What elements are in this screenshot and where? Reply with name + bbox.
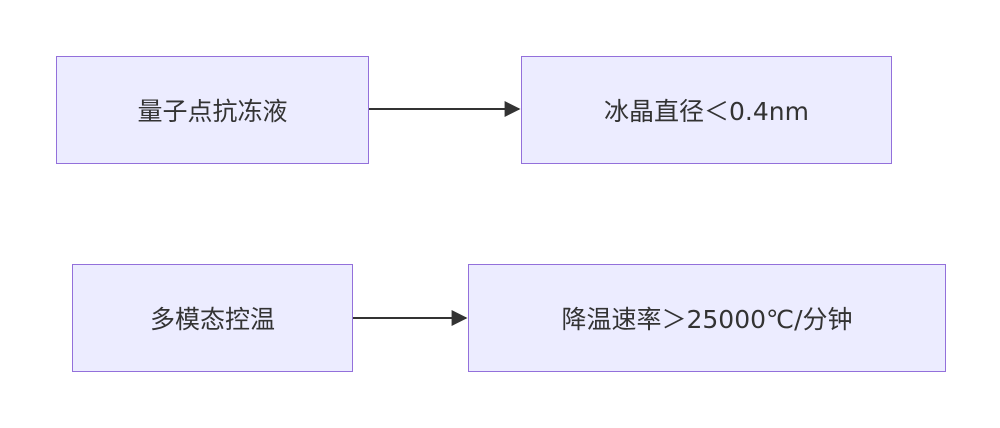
node-label: 量子点抗冻液 <box>137 97 288 126</box>
node-label: 多模态控温 <box>149 305 275 334</box>
node-ice-crystal-diameter[interactable]: 冰晶直径＜0.4nm <box>521 56 892 164</box>
node-label: 降温速率＞25000℃/分钟 <box>561 305 853 334</box>
node-multimodal-temp-control[interactable]: 多模态控温 <box>72 264 353 372</box>
node-quantum-dot-antifreeze[interactable]: 量子点抗冻液 <box>56 56 369 164</box>
node-label: 冰晶直径＜0.4nm <box>604 97 809 126</box>
node-cooling-rate[interactable]: 降温速率＞25000℃/分钟 <box>468 264 946 372</box>
